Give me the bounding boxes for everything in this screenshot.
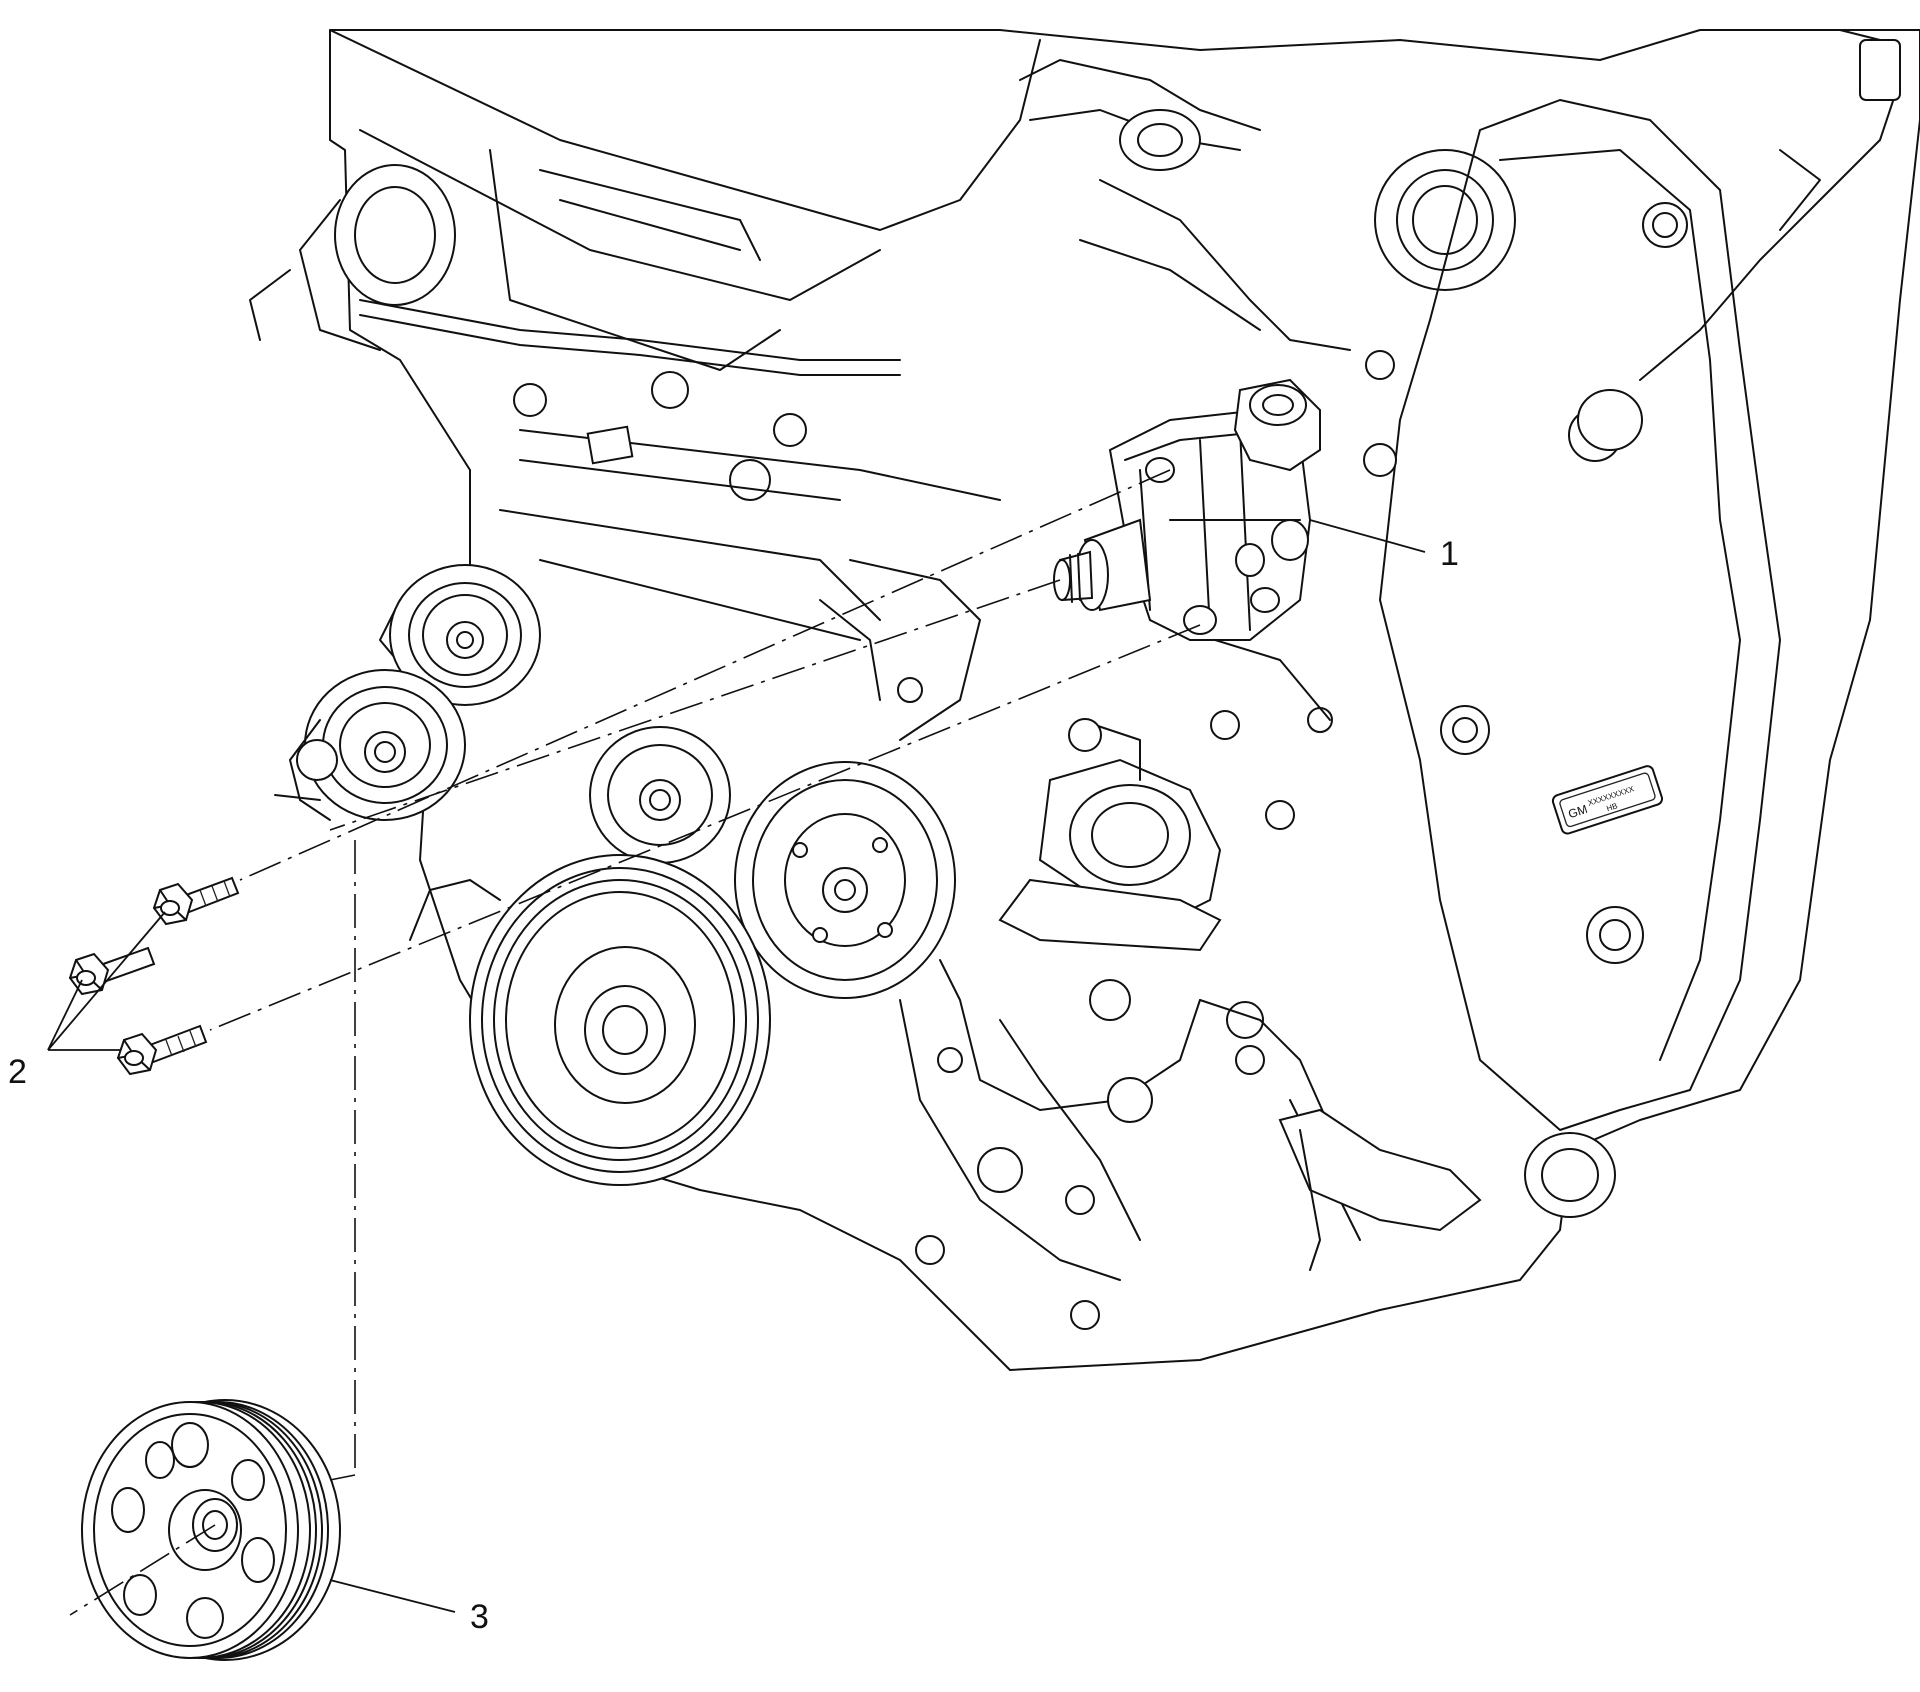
plate-line1: GM — [1566, 802, 1589, 821]
plate-line3: HB — [1605, 801, 1618, 813]
leader-2a — [47, 911, 166, 1051]
power-steering-pulley — [81, 1399, 341, 1661]
pump-bolts — [68, 876, 240, 1076]
bolt-middle — [68, 946, 156, 996]
centerlines — [69, 469, 1201, 1616]
bolt-upper — [152, 876, 240, 926]
callout-1: 1 — [1440, 535, 1459, 573]
label-plate: GM XXXXXXXXX HB — [1551, 765, 1664, 835]
bolt-lower — [116, 1024, 208, 1076]
coolant-elbow — [998, 718, 1222, 952]
leader-1 — [1309, 519, 1426, 553]
callout-2: 2 — [8, 1053, 27, 1091]
water-pump-pulley — [734, 761, 956, 999]
callout-3: 3 — [470, 1598, 489, 1636]
idler-pulley-middle — [589, 726, 731, 864]
crankshaft-balancer — [409, 854, 771, 1186]
engine-assembly: GM XXXXXXXXX HB — [249, 29, 1920, 1371]
throttle-body — [334, 164, 456, 306]
leader-2b — [47, 979, 83, 1051]
power-steering-pump — [1053, 378, 1321, 641]
callouts: 1 2 3 — [8, 519, 1459, 1636]
idler-pulley-upper — [389, 564, 541, 706]
timing-cover — [1379, 99, 1781, 1131]
intake-cover — [329, 29, 1041, 231]
leader-3 — [329, 1579, 456, 1613]
oil-filter-adapter — [1278, 1108, 1616, 1271]
belt-tensioner — [274, 669, 466, 821]
